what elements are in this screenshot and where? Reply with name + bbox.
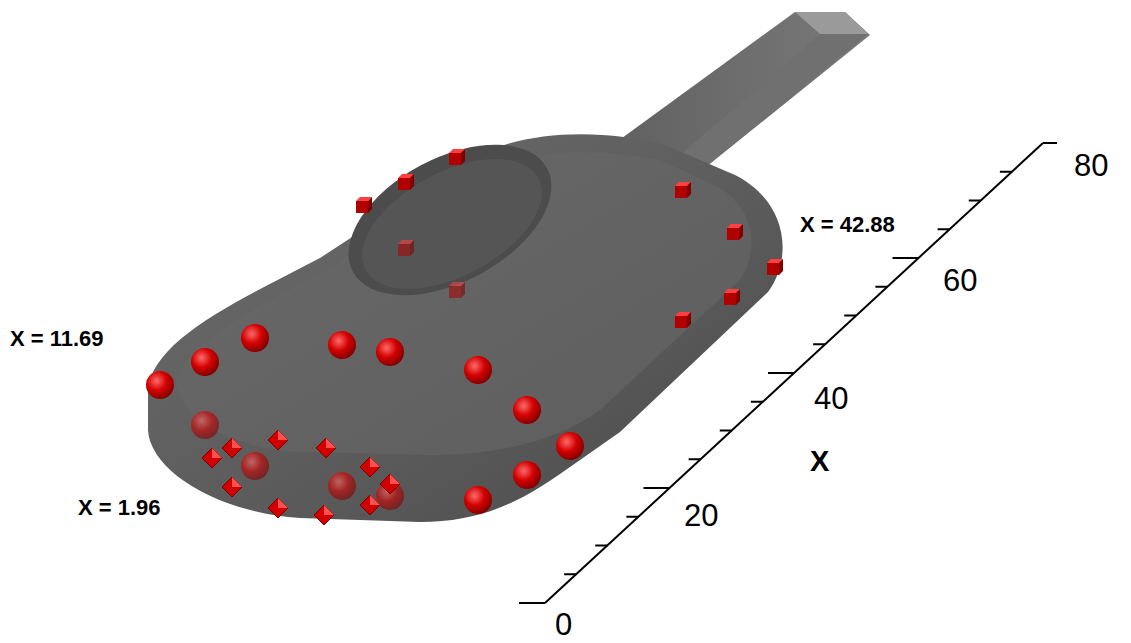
- axis-tick: [969, 200, 981, 202]
- cube-face: [736, 289, 740, 305]
- axis-tick-label: 0: [555, 609, 572, 640]
- diamond-highlight: [370, 457, 380, 467]
- sphere-marker: [556, 432, 584, 460]
- cube-face: [356, 201, 368, 213]
- diamond-marker: [268, 430, 288, 450]
- diamond-highlight: [278, 498, 288, 508]
- sphere-marker: [241, 324, 269, 352]
- diamond-highlight: [390, 474, 400, 484]
- vehicle-body: [148, 114, 783, 522]
- diamond-markers: [202, 430, 400, 525]
- axis-tick-label: 20: [684, 500, 718, 531]
- cube-face: [687, 182, 691, 198]
- axis-tick: [844, 315, 856, 317]
- axis-tick: [644, 487, 670, 489]
- sphere-marker: [191, 348, 219, 376]
- sphere-marker: [513, 396, 541, 424]
- cube-face: [410, 240, 414, 256]
- diamond-highlight: [232, 438, 242, 448]
- station-label: X = 11.69: [10, 328, 104, 350]
- cube-face: [687, 312, 691, 328]
- sphere-marker: [241, 452, 269, 480]
- sphere-marker: [464, 356, 492, 384]
- axis-tick: [768, 372, 794, 374]
- cube-face: [739, 224, 743, 240]
- axis-tick: [875, 286, 887, 288]
- cube-marker: [356, 197, 372, 213]
- axis-tick-label: 60: [943, 265, 977, 296]
- diamond-marker: [222, 438, 242, 458]
- cube-markers: [356, 149, 783, 328]
- cube-marker: [449, 149, 465, 165]
- cube-face: [449, 153, 461, 165]
- axis-title: X: [810, 447, 829, 476]
- cube-face: [675, 186, 687, 198]
- cube-face: [675, 316, 687, 328]
- axis-line: [545, 143, 1043, 603]
- sphere-marker: [464, 486, 492, 514]
- diamond-marker: [316, 438, 336, 458]
- cube-face: [461, 282, 465, 298]
- cube-face: [767, 263, 779, 275]
- sphere-marker: [513, 461, 541, 489]
- cube-face: [727, 228, 739, 240]
- axis-tick: [626, 516, 638, 518]
- cube-face: [779, 259, 783, 275]
- cube-face: [398, 244, 410, 256]
- axis-tick: [564, 573, 576, 575]
- sphere-marker: [328, 331, 356, 359]
- cube-marker: [727, 224, 743, 240]
- diamond-highlight: [212, 448, 222, 458]
- sphere-marker: [146, 371, 174, 399]
- diamond-highlight: [232, 477, 242, 487]
- diamond-marker: [380, 474, 400, 494]
- cube-face: [368, 197, 372, 213]
- sphere-marker: [191, 411, 219, 439]
- axis-tick: [893, 257, 919, 259]
- diamond-marker: [202, 448, 222, 468]
- sphere-marker: [376, 338, 404, 366]
- diamond-marker: [222, 477, 242, 497]
- cube-face: [461, 149, 465, 165]
- diamond-highlight: [326, 438, 336, 448]
- axis-tick-label: 40: [814, 383, 848, 414]
- station-label: X = 42.88: [800, 214, 895, 236]
- diamond-marker: [360, 457, 380, 477]
- cube-marker: [675, 182, 691, 198]
- cube-marker: [449, 282, 465, 298]
- cube-face: [449, 286, 461, 298]
- x-axis: [519, 143, 1057, 603]
- cube-marker: [398, 174, 414, 190]
- cube-face: [724, 293, 736, 305]
- cube-marker: [724, 289, 740, 305]
- sphere-markers: [146, 324, 584, 514]
- axis-tick-label: 80: [1074, 150, 1108, 181]
- axis-tick: [813, 343, 825, 345]
- station-label: X = 1.96: [78, 497, 161, 519]
- axis-tick: [1043, 142, 1057, 144]
- axis-tick: [595, 545, 607, 547]
- diamond-marker: [268, 498, 288, 518]
- diamond-marker: [360, 495, 380, 515]
- cube-marker: [675, 312, 691, 328]
- axis-tick: [1000, 171, 1012, 173]
- diamond-highlight: [370, 495, 380, 505]
- axis-tick: [689, 458, 701, 460]
- axis-tick: [720, 430, 732, 432]
- diamond-highlight: [278, 430, 288, 440]
- cube-face: [398, 178, 410, 190]
- diamond-highlight: [324, 505, 334, 515]
- axis-tick: [751, 401, 763, 403]
- axis-tick: [519, 602, 545, 604]
- sphere-marker: [328, 472, 356, 500]
- cube-face: [410, 174, 414, 190]
- cube-marker: [398, 240, 414, 256]
- axis-tick: [938, 228, 950, 230]
- cube-marker: [767, 259, 783, 275]
- diamond-marker: [314, 505, 334, 525]
